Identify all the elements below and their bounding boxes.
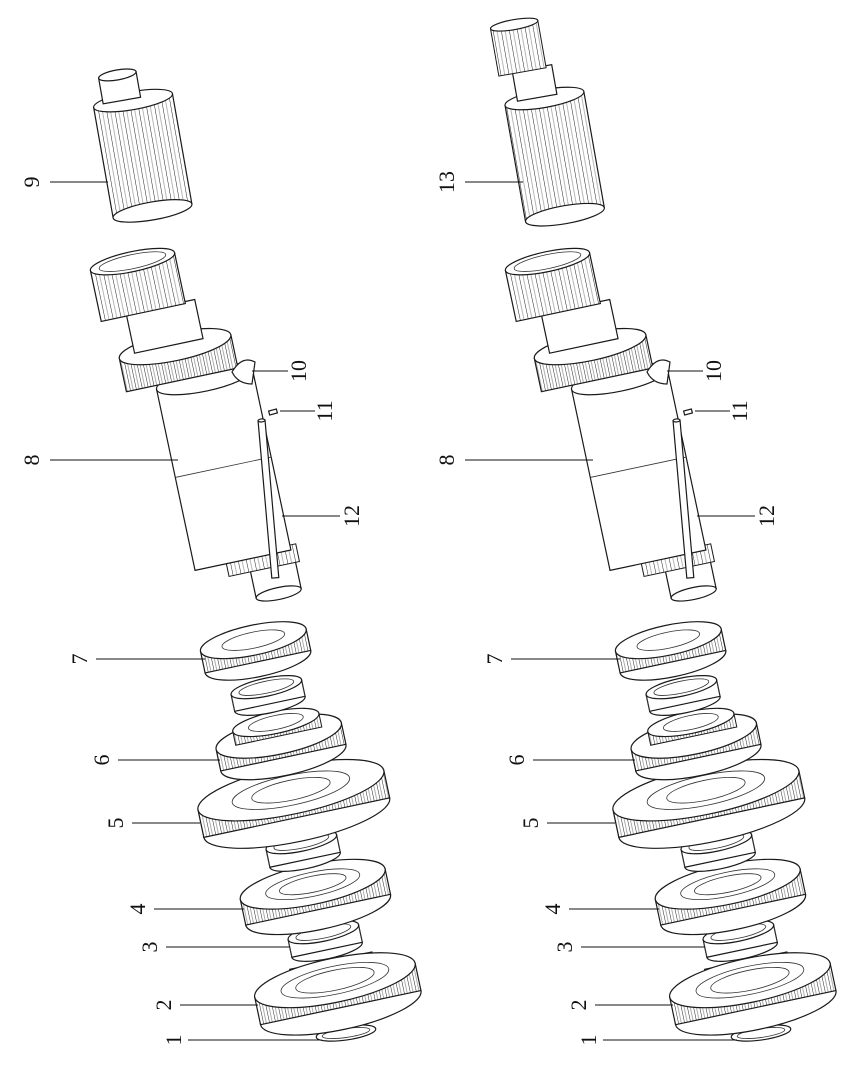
svg-text:9: 9 — [19, 177, 44, 188]
assembly-left: 1 2 3 4 5 6 7 8 9 10 11 12 — [19, 68, 427, 1047]
svg-text:3: 3 — [137, 942, 162, 953]
svg-text:4: 4 — [540, 904, 565, 915]
svg-text:10: 10 — [701, 360, 726, 382]
svg-text:11: 11 — [727, 400, 752, 421]
callout-label-6: 6 — [504, 755, 529, 766]
splined-sleeve-part — [92, 68, 193, 223]
svg-text:8: 8 — [19, 455, 44, 466]
svg-text:11: 11 — [312, 400, 337, 421]
callout-label-3: 3 — [137, 942, 162, 953]
callout-label-1: 1 — [576, 1035, 601, 1046]
callout-label-10: 10 — [286, 360, 311, 382]
callout-label-6: 6 — [89, 755, 114, 766]
svg-text:13: 13 — [434, 171, 459, 193]
callout-label-4: 4 — [540, 904, 565, 915]
callout-label-4: 4 — [125, 904, 150, 915]
svg-text:4: 4 — [125, 904, 150, 915]
callout-label-12: 12 — [754, 505, 779, 527]
svg-text:2: 2 — [566, 1000, 591, 1011]
callout-label-8: 8 — [434, 455, 459, 466]
svg-text:1: 1 — [576, 1035, 601, 1046]
svg-text:3: 3 — [552, 942, 577, 953]
svg-text:6: 6 — [89, 755, 114, 766]
svg-text:10: 10 — [286, 360, 311, 382]
svg-text:5: 5 — [103, 818, 128, 829]
svg-text:2: 2 — [151, 1000, 176, 1011]
callout-label-3: 3 — [552, 942, 577, 953]
svg-text:12: 12 — [754, 505, 779, 527]
callout-label-10: 10 — [701, 360, 726, 382]
assembly-right: 1 2 3 4 5 6 7 8 13 10 11 12 — [434, 17, 842, 1047]
callout-label-2: 2 — [566, 1000, 591, 1011]
callout-label-11: 11 — [312, 400, 337, 421]
splined-shaft-part — [489, 17, 606, 227]
callout-label-11: 11 — [727, 400, 752, 421]
callout-label-7: 7 — [67, 654, 92, 665]
callout-label-7: 7 — [482, 654, 507, 665]
callout-label-13: 13 — [434, 171, 459, 193]
svg-text:5: 5 — [518, 818, 543, 829]
callout-label-1: 1 — [161, 1035, 186, 1046]
callout-label-9: 9 — [19, 177, 44, 188]
callout-label-2: 2 — [151, 1000, 176, 1011]
svg-text:7: 7 — [482, 654, 507, 665]
callout-label-5: 5 — [518, 818, 543, 829]
svg-text:1: 1 — [161, 1035, 186, 1046]
svg-text:6: 6 — [504, 755, 529, 766]
svg-text:8: 8 — [434, 455, 459, 466]
svg-text:7: 7 — [67, 654, 92, 665]
svg-text:12: 12 — [339, 505, 364, 527]
callout-label-12: 12 — [339, 505, 364, 527]
callout-label-8: 8 — [19, 455, 44, 466]
callout-label-5: 5 — [103, 818, 128, 829]
